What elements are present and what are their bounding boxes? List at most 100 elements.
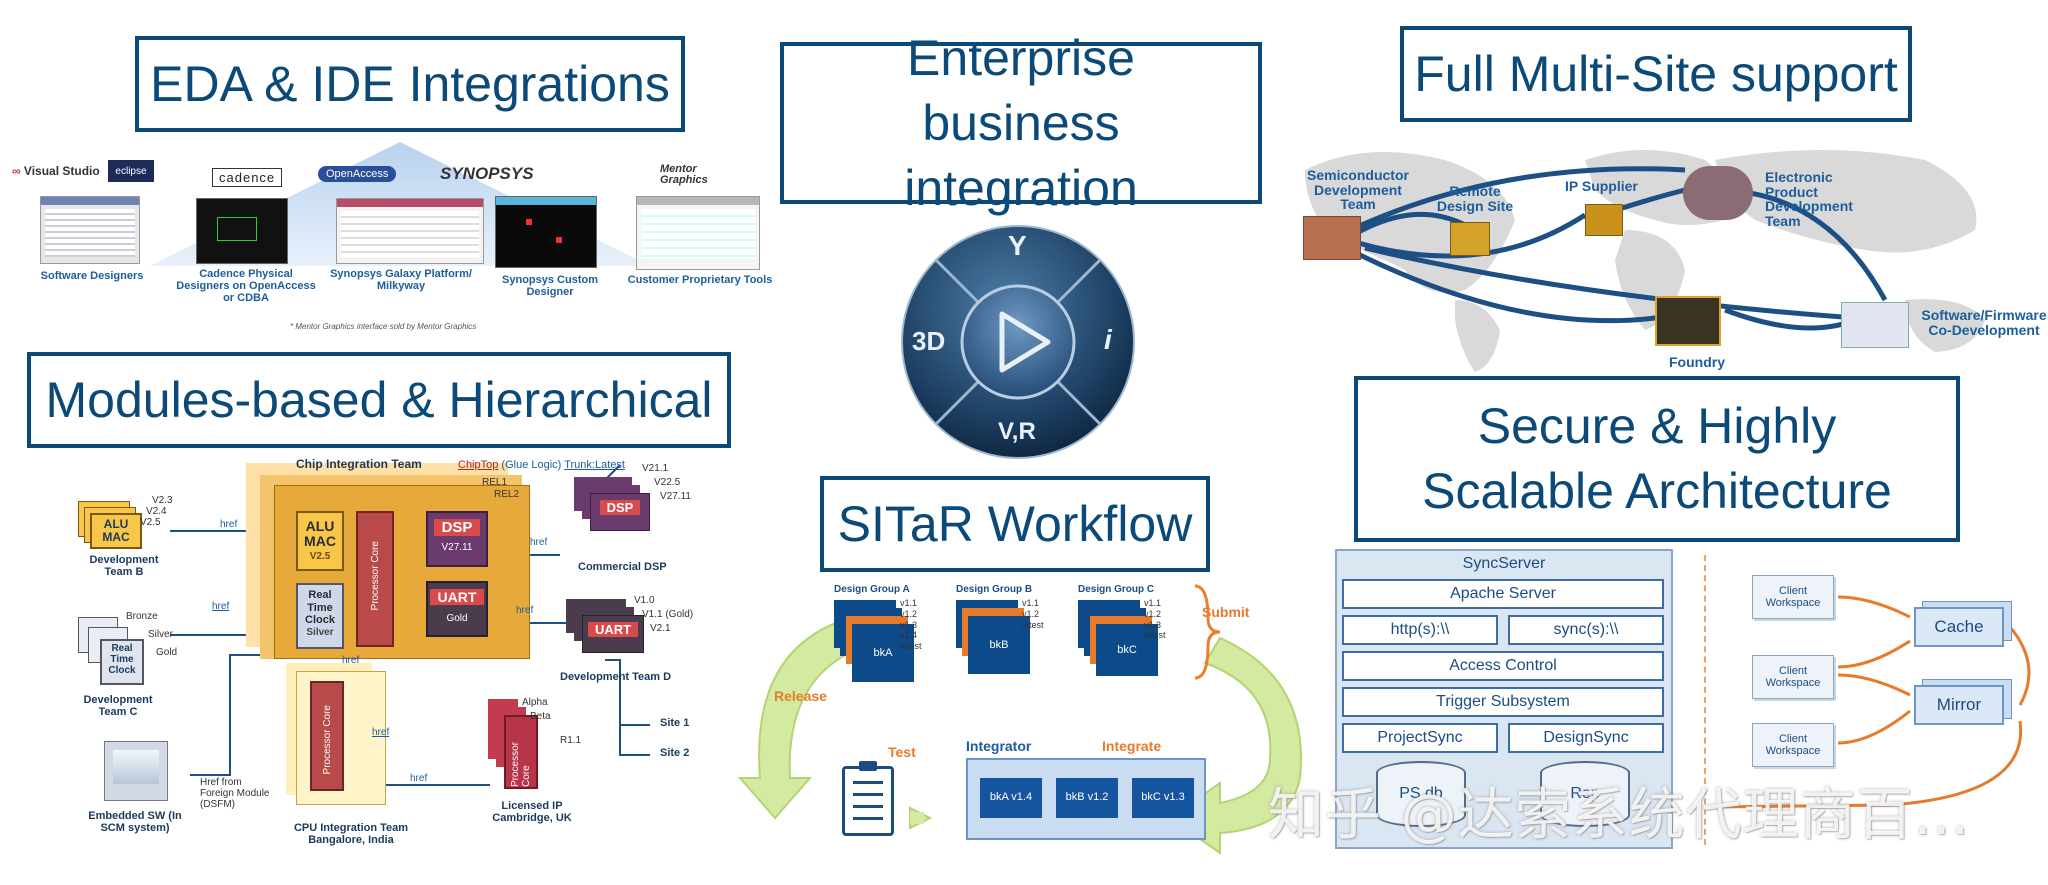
uart-ver-1: V1.0 <box>634 595 655 606</box>
http-row: http(s):\\ <box>1342 615 1498 645</box>
cpu-team-label: CPU Integration Team Bangalore, India <box>293 822 409 846</box>
proprietary-screenshot <box>636 196 760 270</box>
dev-team-c-label: Development Team C <box>83 694 153 718</box>
href-licensed: href <box>410 773 428 784</box>
dsp-ver-3: V27.11 <box>660 491 691 502</box>
group-b-block: bkB <box>968 616 1030 674</box>
vs-screenshot <box>40 196 140 264</box>
href-rtc: href <box>212 601 230 612</box>
syncserver-label: SyncServer <box>1462 555 1546 572</box>
site-2-label: Site 2 <box>660 747 690 759</box>
dev-team-d-label: Development Team D <box>560 671 672 683</box>
compass-left: 3D <box>912 326 946 356</box>
client-workspace-3: Client Workspace <box>1752 723 1834 767</box>
caption-cadence: Cadence Physical Designers on OpenAccess… <box>176 268 316 304</box>
commercial-dsp-label: Commercial DSP <box>578 561 667 573</box>
compass-logo: Y 3D i V,R <box>898 222 1138 462</box>
release-label: Release <box>774 688 827 704</box>
href-uart: href <box>516 605 534 616</box>
visual-studio-logo: ∞ Visual Studio <box>12 164 100 178</box>
designsync-row: DesignSync <box>1508 723 1664 753</box>
alu-ver-3: V2.5 <box>140 517 161 528</box>
uart-block-inner: UART Gold <box>426 581 488 637</box>
client-workspace-1: Client Workspace <box>1752 575 1834 619</box>
node-ip-supplier: IP Supplier <box>1565 178 1638 194</box>
foundry-wafer <box>1655 296 1721 346</box>
rtc-stack-front: Real Time Clock <box>100 639 144 685</box>
node-electronic: Electronic Product Development Team <box>1765 169 1853 230</box>
projectsync-row: ProjectSync <box>1342 723 1498 753</box>
licensed-processor: Processor Core <box>504 715 538 789</box>
dev-team-b-label: Development Team B <box>89 554 159 578</box>
uart-stack-front: UART <box>582 615 644 653</box>
apache-row: Apache Server <box>1342 579 1664 609</box>
uart-ver-3: V2.1 <box>650 623 671 634</box>
rel1-label: REL1 <box>482 477 508 488</box>
sync-row: sync(s):\\ <box>1508 615 1664 645</box>
processor-block-inner: Processor Core <box>356 511 394 647</box>
dsp-ver-2: V22.5 <box>654 477 681 488</box>
eda-title: EDA & IDE Integrations <box>135 36 685 132</box>
integrator-label: Integrator <box>966 738 1032 754</box>
href-dsp: href <box>530 537 548 548</box>
trigger-row: Trigger Subsystem <box>1342 687 1664 717</box>
node-foundry: Foundry <box>1669 354 1725 370</box>
software-screens <box>1841 302 1909 348</box>
compass-bottom: V,R <box>998 418 1036 445</box>
eda-footnote: * Mentor Graphics interface sold by Ment… <box>290 322 477 331</box>
multisite-panel: Semiconductor Development Team Remote De… <box>1285 130 2048 375</box>
group-b-label: Design Group B <box>956 584 1033 595</box>
test-clipboard-icon <box>842 761 894 836</box>
processor-block-cpu: Processor Core <box>310 681 344 791</box>
dsp-block-inner: DSP V27.11 <box>426 511 488 567</box>
alu-ver-2: V2.4 <box>146 506 167 517</box>
alu-ver-1: V2.3 <box>152 495 173 506</box>
int-block-c: bkC v1.3 <box>1132 778 1194 818</box>
synopsys-logo: SYNOPSYS <box>440 164 534 183</box>
caption-milkyway: Synopsys Galaxy Platform/ Milkyway <box>330 268 472 292</box>
dsp-stack-front: DSP <box>590 493 650 531</box>
embedded-sw-label: Embedded SW (In SCM system) <box>88 810 182 834</box>
access-row: Access Control <box>1342 651 1664 681</box>
chip-team-label: Chip Integration Team <box>296 457 422 471</box>
group-c-block: bkC <box>1096 624 1158 676</box>
modules-title: Modules-based & Hierarchical <box>27 352 731 448</box>
href-cpu: href <box>342 655 360 666</box>
compass-right: i <box>1104 324 1112 355</box>
node-software: Software/Firmware Co-Development <box>1921 307 2047 338</box>
ds-db-icon: Rep <box>1540 761 1630 827</box>
alpha-label: Alpha <box>522 697 548 708</box>
dashed-divider <box>1704 555 1706 845</box>
site-1-label: Site 1 <box>660 717 690 729</box>
alu-mac-block: ALU MAC V2.5 <box>296 511 344 571</box>
rel2-label: REL2 <box>494 489 520 500</box>
mentor-logo: Mentor Graphics <box>660 163 708 186</box>
semi-team-photo <box>1303 216 1361 260</box>
rtc-ver-1: Bronze <box>126 611 158 622</box>
electronic-team-photo <box>1683 166 1753 220</box>
group-a-block: bkA <box>852 624 914 682</box>
watermark-text: 知乎 @达索系统代理商百... <box>1268 783 1971 848</box>
int-block-a: bkA v1.4 <box>980 778 1042 818</box>
group-a-label: Design Group A <box>834 584 910 595</box>
chiptop-label: ChipTop (Glue Logic) Trunk:Latest <box>458 459 625 471</box>
secure-panel: SyncServer Apache Server http(s):\\ sync… <box>1330 545 2048 885</box>
compass-graphic <box>901 225 1135 459</box>
node-semiconductor: Semiconductor Development Team <box>1307 167 1409 213</box>
rtc-ver-3: Gold <box>156 647 178 658</box>
compass-top: Y <box>1008 230 1027 261</box>
beta-label: Beta <box>530 711 551 722</box>
ps-db-icon: PS db <box>1376 761 1466 827</box>
eclipse-logo: eclipse <box>108 160 154 182</box>
licensed-ip-label: Licensed IP Cambridge, UK <box>492 800 572 824</box>
node-remote-design: Remote Design Site <box>1436 183 1514 214</box>
test-label: Test <box>888 744 916 760</box>
sitar-title: SITaR Workflow <box>820 476 1210 572</box>
multisite-title: Full Multi-Site support <box>1400 26 1912 122</box>
href-alu: href <box>220 519 238 530</box>
secure-title: Secure & Highly Scalable Architecture <box>1354 376 1960 542</box>
openaccess-logo: OpenAccess <box>318 166 397 182</box>
